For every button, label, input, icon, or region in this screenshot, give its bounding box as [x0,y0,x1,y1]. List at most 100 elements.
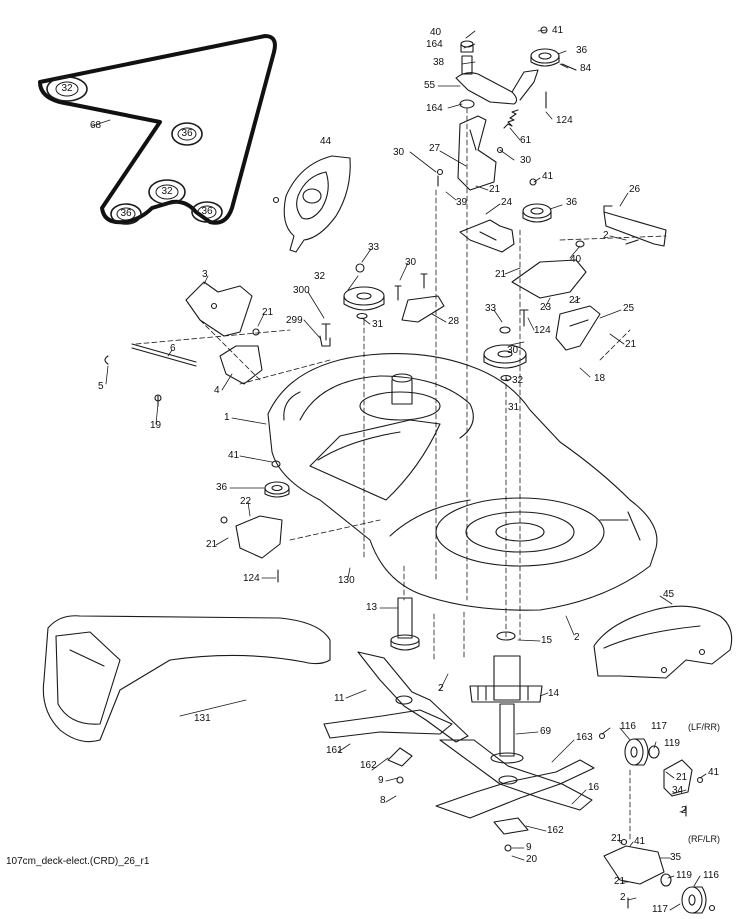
callout-label: 84 [580,63,592,74]
callout-label: 21 [569,295,581,306]
callout-label: 299 [286,315,303,326]
callout-label: 117 [651,721,667,732]
alignment-lines [135,107,667,841]
callout-label: 41 [542,171,554,182]
deck-idler [220,460,290,583]
callout-label: 162 [547,825,564,836]
callout-label: 164 [426,39,443,50]
rear-baffle [593,605,733,679]
blade-right [435,739,595,852]
callout-label: 21 [614,876,626,887]
callout-label: 18 [594,373,606,384]
callout-label: 4 [214,385,220,396]
spindle-right [469,631,543,764]
callout-label: 40 [570,254,582,265]
callout-label: 41 [708,767,720,778]
drive-belt [38,34,277,225]
callout-label: 116 [703,870,719,881]
callout-label: 8 [380,795,386,806]
callout-label: 41 [228,450,240,461]
callout-label: 300 [293,285,310,296]
variant-label-front: (LF/RR) [688,722,720,732]
callout-label: 68 [90,120,102,131]
callout-label: 61 [520,135,532,146]
callout-label: 5 [98,381,104,392]
spindle-pulley-left [343,263,385,320]
callout-label: 31 [508,402,520,413]
callout-label: 3 [202,269,208,280]
callout-label: 55 [424,80,436,91]
callout-label: 44 [320,136,332,147]
callout-label: 9 [378,775,384,786]
callout-label: 15 [541,635,553,646]
callout-label: 33 [485,303,497,314]
callout-label: 30 [405,257,417,268]
callout-label: 2 [574,632,580,643]
callout-label: 30 [520,155,532,166]
callout-label: 40 [430,27,442,38]
callout-label: 39 [456,197,468,208]
callout-label: 131 [194,713,211,724]
callout-label: 41 [634,836,646,847]
callout-label: 41 [552,25,564,36]
lever-plate [511,240,601,351]
callout-label: 1 [224,412,230,423]
leader-lines [91,29,707,911]
callout-label: 32 [314,271,326,282]
belt-ring-label-4: 36 [120,208,132,219]
variant-label-rear: (RF/LR) [688,834,720,844]
callout-label: 16 [588,782,600,793]
callout-label: 20 [526,854,538,865]
callout-label: 2 [681,805,687,816]
callout-label: 21 [489,184,501,195]
callout-label: 33 [368,242,380,253]
belt-ring-label-3: 32 [161,186,173,197]
callout-label: 14 [548,688,560,699]
gauge-wheel-rear [603,838,716,914]
gauge-wheel-front [598,732,704,817]
callout-label: 27 [429,143,441,154]
callout-label: 69 [540,726,552,737]
callout-label: 25 [623,303,635,314]
callout-label: 21 [611,833,623,844]
callout-label: 32 [512,375,524,386]
callout-label: 34 [672,785,684,796]
callout-label: 124 [243,573,260,584]
tensioner-plate [459,219,515,253]
mower-deck [267,353,658,611]
callout-label: 28 [448,316,460,327]
idler-pulley-upper [522,178,552,223]
callout-label: 30 [393,147,405,158]
callout-label: 26 [629,184,641,195]
callout-label: 24 [501,197,513,208]
diagram-caption: 107cm_deck-elect.(CRD)_26_r1 [6,856,150,867]
callout-label: 21 [625,339,637,350]
callout-label: 21 [262,307,274,318]
callout-label: 31 [372,319,384,330]
idler-bracket [436,115,504,191]
callout-label: 36 [216,482,228,493]
tension-spring [503,109,519,129]
callout-label: 124 [534,325,551,336]
callout-label: 9 [526,842,532,853]
belt-ring-label-5: 36 [201,206,213,217]
callout-label: 163 [576,732,593,743]
callout-label: 35 [670,852,682,863]
callout-label: 2 [620,892,626,903]
callout-label: 22 [240,496,252,507]
belt-ring-label-1: 32 [61,83,73,94]
callout-label: 162 [360,760,377,771]
callout-label: 21 [206,539,218,550]
discharge-chute [42,615,331,743]
belt-ring-label-2: 36 [181,128,193,139]
callout-label: 116 [620,721,636,732]
callout-label: 164 [426,103,443,114]
callout-label: 117 [652,904,668,915]
callout-label: 2 [438,683,444,694]
spring-plate [603,205,667,247]
spindle-left [390,597,420,651]
callout-label: 13 [366,602,378,613]
belt-pulley-rings [46,76,223,225]
